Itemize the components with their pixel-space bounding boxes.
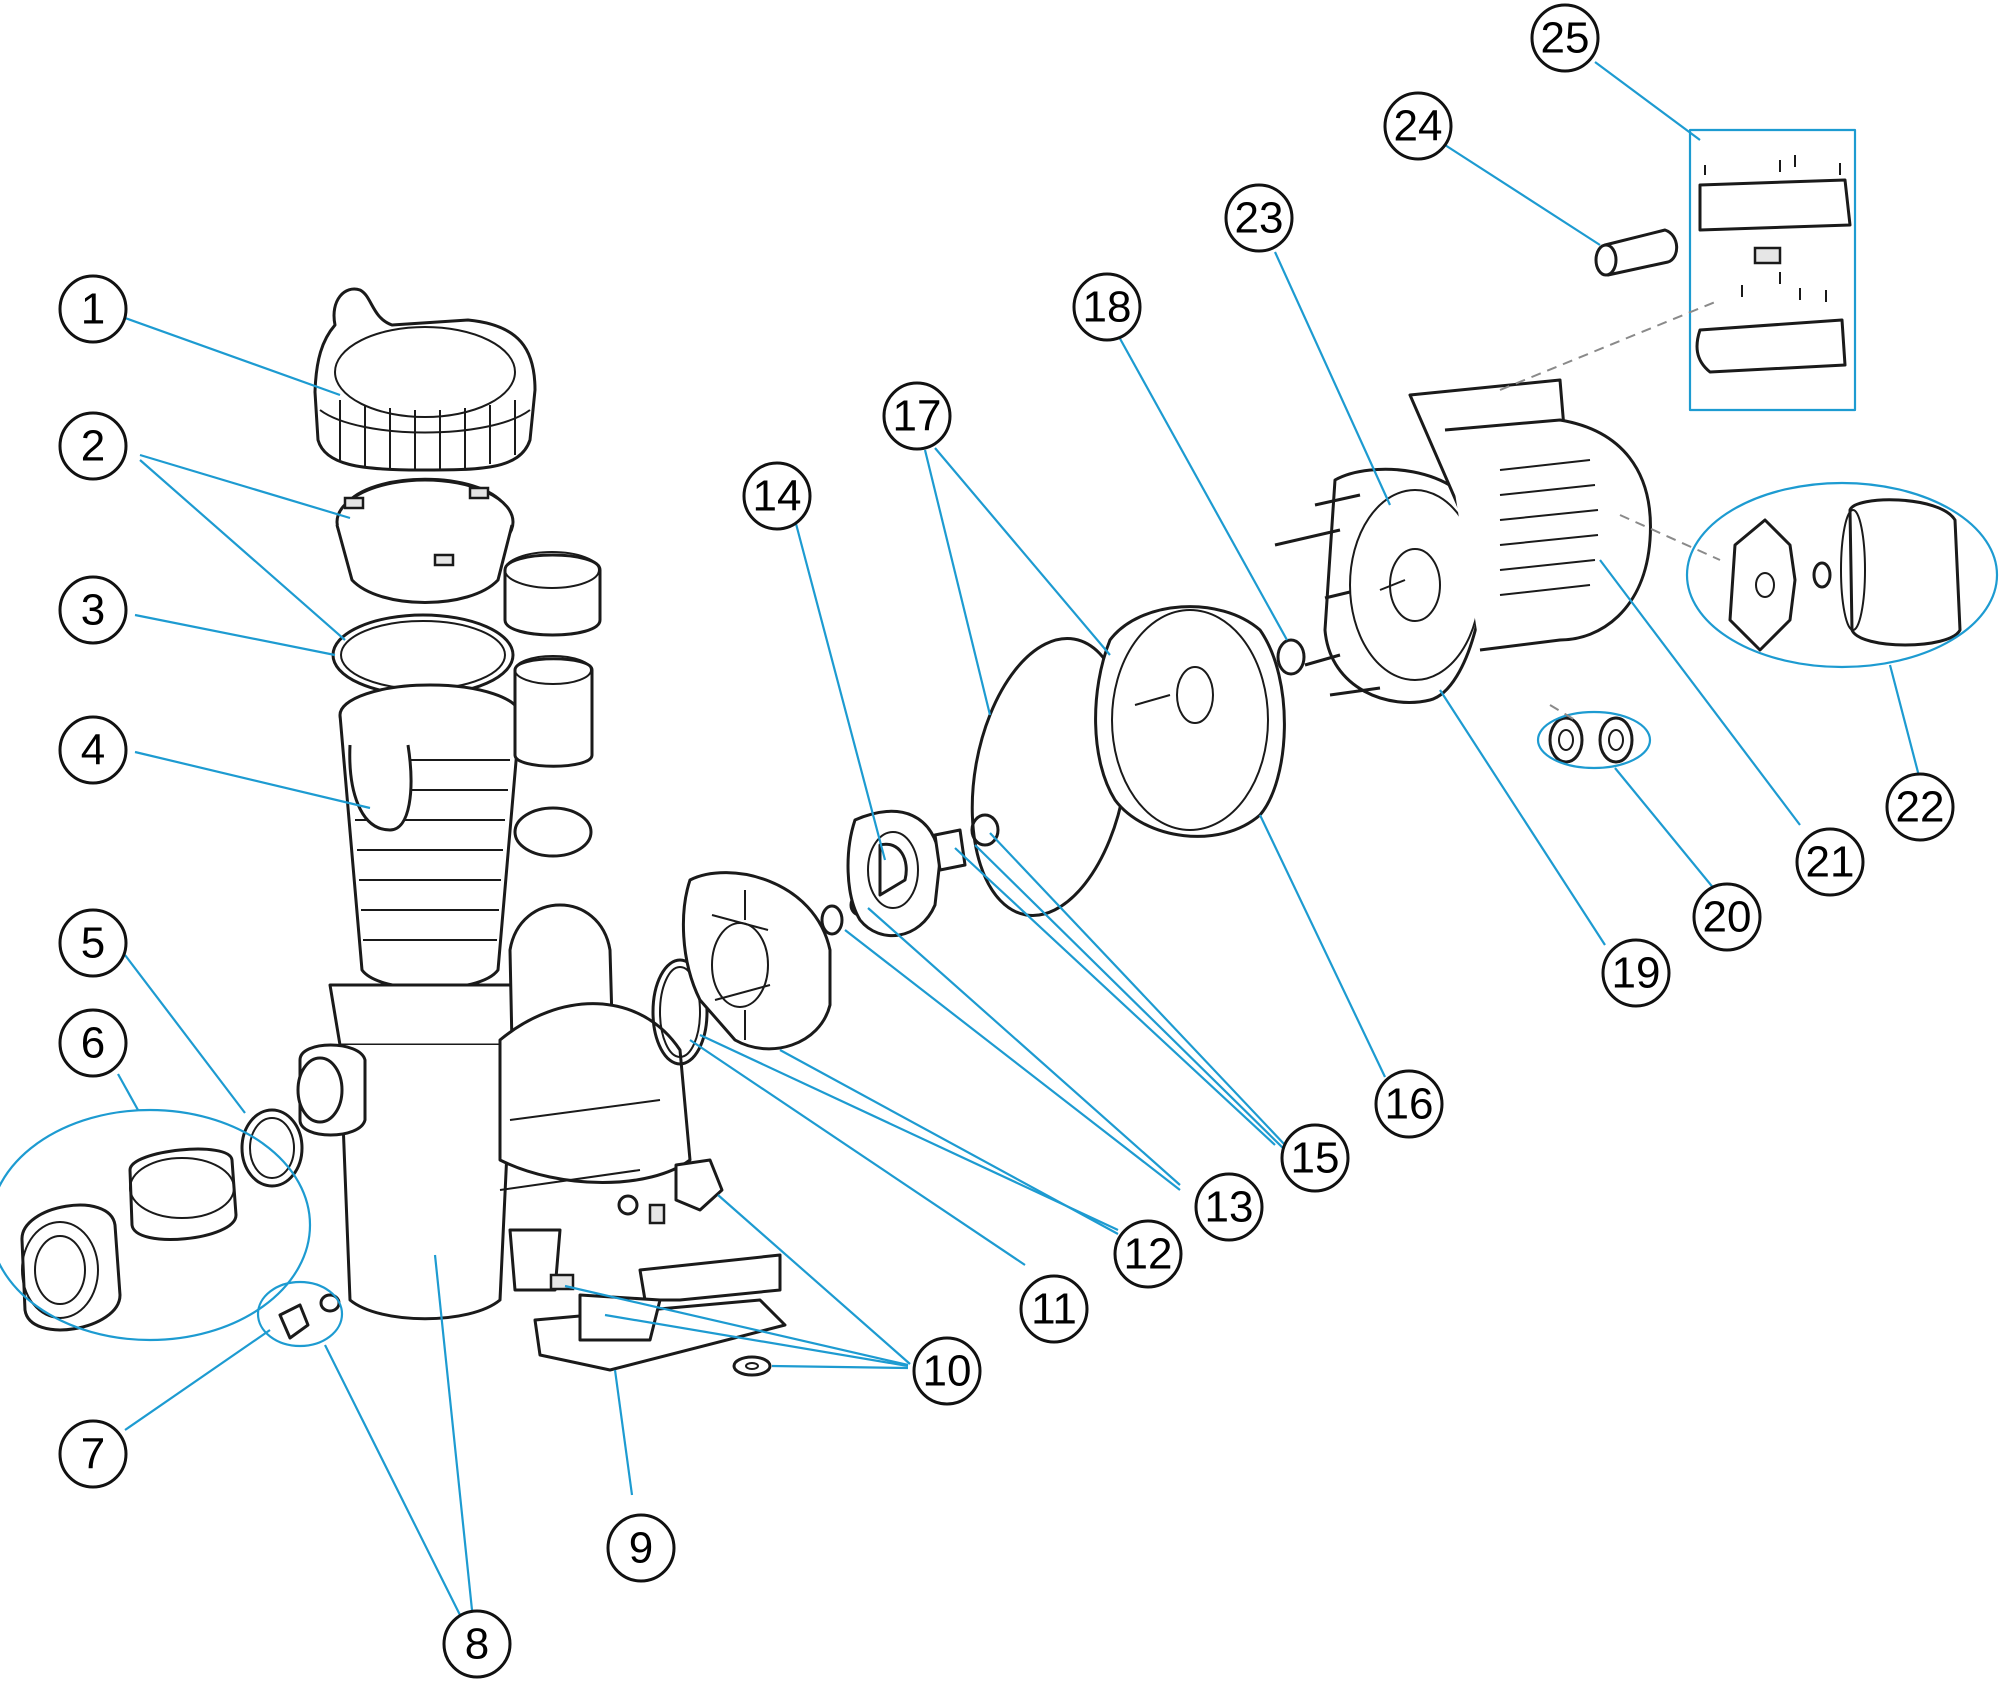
callout-25[interactable]: 25 — [1530, 3, 1600, 73]
callout-19[interactable]: 19 — [1601, 938, 1671, 1008]
callout-9[interactable]: 9 — [606, 1513, 676, 1583]
svg-text:21: 21 — [1806, 838, 1855, 887]
part-upper-union — [503, 551, 602, 858]
callout-3[interactable]: 3 — [58, 575, 128, 645]
callout-4[interactable]: 4 — [58, 715, 128, 785]
svg-text:2: 2 — [81, 422, 105, 471]
callout-10[interactable]: 10 — [912, 1336, 982, 1406]
callout-13[interactable]: 13 — [1194, 1172, 1264, 1242]
callout-21[interactable]: 21 — [1795, 827, 1865, 897]
svg-text:8: 8 — [465, 1620, 489, 1669]
svg-text:10: 10 — [923, 1347, 972, 1396]
part-lid-ring — [313, 287, 537, 472]
group-outlines — [0, 481, 1999, 1348]
callouts: 1 2 3 4 5 6 7 8 9 10 11 12 13 14 15 16 1… — [58, 3, 1955, 1679]
callout-7[interactable]: 7 — [58, 1419, 128, 1489]
svg-text:12: 12 — [1124, 1230, 1173, 1279]
callout-2[interactable]: 2 — [58, 411, 128, 481]
callout-22[interactable]: 22 — [1885, 772, 1955, 842]
callout-11[interactable]: 11 — [1019, 1274, 1089, 1344]
svg-text:20: 20 — [1703, 893, 1752, 942]
part-lid-o-ring — [331, 613, 515, 697]
part-union-set — [20, 1147, 238, 1332]
part-diffuser — [681, 871, 832, 1051]
part-shaft-ring — [1276, 638, 1306, 676]
assembly-guides — [1499, 299, 1721, 721]
svg-text:9: 9 — [629, 1524, 653, 1573]
callout-6[interactable]: 6 — [58, 1008, 128, 1078]
part-bearings — [1548, 716, 1634, 764]
group-outline-union — [0, 1108, 312, 1342]
callout-16[interactable]: 16 — [1374, 1069, 1444, 1139]
svg-text:13: 13 — [1205, 1183, 1254, 1232]
part-capacitor — [1594, 228, 1679, 277]
callout-17[interactable]: 17 — [882, 381, 952, 451]
svg-text:15: 15 — [1291, 1134, 1340, 1183]
part-seal-plate — [1094, 605, 1286, 838]
part-mechanical-seal — [933, 813, 1000, 872]
part-drain-plug — [278, 1293, 341, 1340]
part-motor-flange — [1274, 467, 1486, 704]
callout-24[interactable]: 24 — [1383, 91, 1453, 161]
svg-text:25: 25 — [1541, 14, 1590, 63]
leader-lines — [117, 61, 1922, 1616]
group-outline-fan — [1685, 481, 1999, 669]
svg-text:22: 22 — [1896, 783, 1945, 832]
callout-18[interactable]: 18 — [1072, 272, 1142, 342]
part-foot — [533, 1253, 787, 1372]
svg-text:6: 6 — [81, 1019, 105, 1068]
svg-text:23: 23 — [1235, 194, 1284, 243]
part-union-o-ring — [240, 1108, 304, 1188]
callout-8[interactable]: 8 — [442, 1609, 512, 1679]
part-lid — [335, 477, 515, 604]
group-outline-drain — [256, 1280, 344, 1348]
svg-text:18: 18 — [1083, 283, 1132, 332]
callout-14[interactable]: 14 — [742, 461, 812, 531]
svg-text:17: 17 — [893, 392, 942, 441]
callout-5[interactable]: 5 — [58, 908, 128, 978]
callout-15[interactable]: 15 — [1280, 1123, 1350, 1193]
part-pump-body — [296, 903, 692, 1321]
callout-20[interactable]: 20 — [1692, 882, 1762, 952]
svg-text:4: 4 — [81, 726, 105, 775]
part-strainer-basket — [338, 683, 522, 991]
callout-23[interactable]: 23 — [1224, 183, 1294, 253]
part-impeller — [846, 809, 942, 937]
svg-text:7: 7 — [81, 1430, 105, 1479]
svg-text:14: 14 — [753, 472, 802, 521]
callout-12[interactable]: 12 — [1113, 1219, 1183, 1289]
group-outline-bearings — [1536, 710, 1652, 770]
svg-text:5: 5 — [81, 919, 105, 968]
part-diffuser-o-ring — [651, 958, 709, 1066]
svg-text:1: 1 — [81, 285, 105, 334]
svg-text:19: 19 — [1612, 949, 1661, 998]
svg-text:3: 3 — [81, 586, 105, 635]
part-fixing-kit — [549, 1158, 772, 1377]
svg-text:24: 24 — [1394, 102, 1443, 151]
callout-1[interactable]: 1 — [58, 274, 128, 344]
part-motor — [1408, 378, 1652, 652]
svg-text:16: 16 — [1385, 1080, 1434, 1129]
part-fan-assembly — [1728, 498, 1962, 652]
svg-text:11: 11 — [1031, 1285, 1077, 1334]
part-terminal-box-kit — [1688, 128, 1857, 412]
